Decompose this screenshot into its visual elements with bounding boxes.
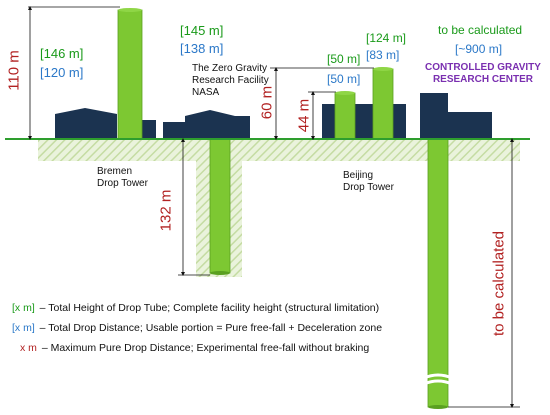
legend-tag-pure-drop: x m [20,342,37,354]
legend-text-pure-drop: – Maximum Pure Drop Distance; Experiment… [38,342,370,354]
controlled-depth-label: to be calculated [490,230,508,337]
controlled-total-height: to be calculated [438,23,523,37]
controlled-shaft [427,138,449,408]
legend-row-total-height: [x m] – Total Height of Drop Tube; Compl… [12,302,379,314]
beijing-usable-distance-1: [50 m] [327,72,361,86]
beijing-tower-2-top [373,67,393,71]
bremen-tower-top [118,8,142,12]
legend-text-total-height: – Total Height of Drop Tube; Complete fa… [36,302,380,314]
controlled-shaft-bottom [428,405,448,409]
nasa-depth-label: 132 m [157,189,175,232]
bremen-total-height: [146 m] [40,46,84,61]
beijing-total-height-2: [124 m] [366,31,407,45]
legend-tag-total-drop: [x m] [12,322,35,334]
legend-tag-total-height: [x m] [12,302,35,314]
beijing-tower-2 [372,68,394,140]
controlled-building [420,93,492,139]
legend-row-total-drop: [x m] – Total Drop Distance; Usable port… [12,322,382,334]
nasa-shaft [209,138,231,274]
nasa-usable-distance: [138 m] [180,41,224,56]
bremen-name: Bremen Drop Tower [97,166,148,189]
nasa-name: The Zero Gravity Research Facility NASA [192,63,269,98]
beijing-drop-label: 44 m [295,98,313,133]
ground-soil [38,139,520,161]
bremen-height-label: 110 m [5,50,23,91]
legend-text-total-drop: – Total Drop Distance; Usable portion = … [36,322,383,334]
nasa-shaft-bottom [210,271,230,275]
controlled-name: CONTROLLED GRAVITY RESEARCH CENTER [425,62,541,85]
beijing-tower-1 [334,92,356,140]
beijing-name: Beijing Drop Tower [343,170,394,193]
controlled-usable-distance: [~900 m] [455,42,503,56]
nasa-building [163,110,250,139]
beijing-total-height-1: [50 m] [327,52,361,66]
bremen-tower [117,9,143,140]
beijing-usable-distance-2: [83 m] [366,48,400,62]
bremen-usable-distance: [120 m] [40,65,84,80]
bremen-building-right [142,120,156,139]
beijing-tower-1-top [335,91,355,95]
shaft-break-mark [423,373,453,386]
nasa-total-height: [145 m] [180,23,224,38]
legend-row-pure-drop: x m – Maximum Pure Drop Distance; Experi… [20,342,369,354]
bremen-building [55,108,117,139]
